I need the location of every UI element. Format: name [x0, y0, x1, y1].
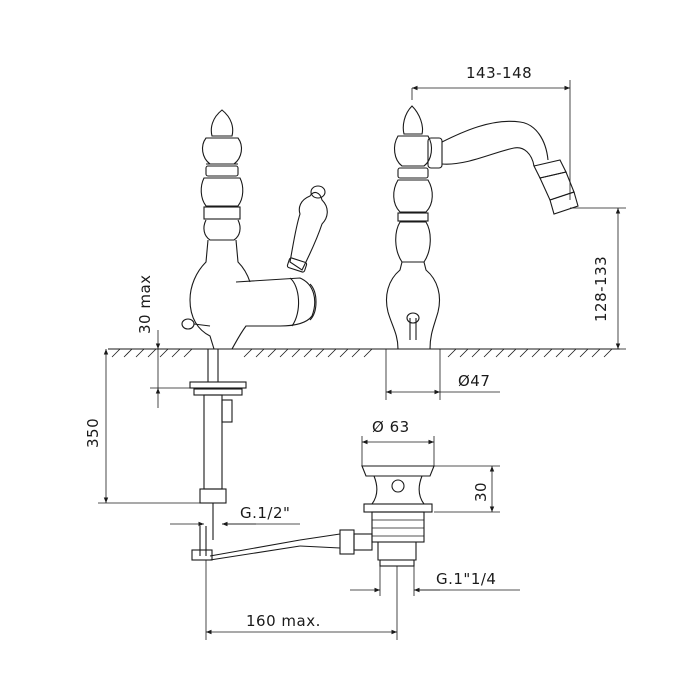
dim-spout-height: 128-133	[592, 256, 610, 322]
popup-waste	[339, 465, 435, 567]
dim-spout-reach: 143-148	[466, 64, 532, 82]
countertop-surface	[108, 348, 620, 358]
dim-max-thickness: 30 max	[136, 274, 154, 334]
dimension-lines	[98, 80, 626, 640]
dim-rod-reach: 160 max.	[246, 612, 321, 630]
dim-drain-diameter: Ø 63	[372, 418, 410, 436]
dimension-labels: 143-148 128-133 30 max 350 Ø47 Ø 63 30 G…	[84, 64, 610, 630]
dim-drain-thread: G.1"1/4	[436, 570, 496, 588]
mixer-side-view	[385, 105, 579, 350]
mixer-front-view	[181, 109, 341, 561]
dim-hose-thread: G.1/2"	[240, 504, 290, 522]
dim-hose-length: 350	[84, 418, 102, 448]
dim-drain-height: 30	[472, 482, 490, 502]
dim-base-diameter: Ø47	[458, 372, 490, 390]
